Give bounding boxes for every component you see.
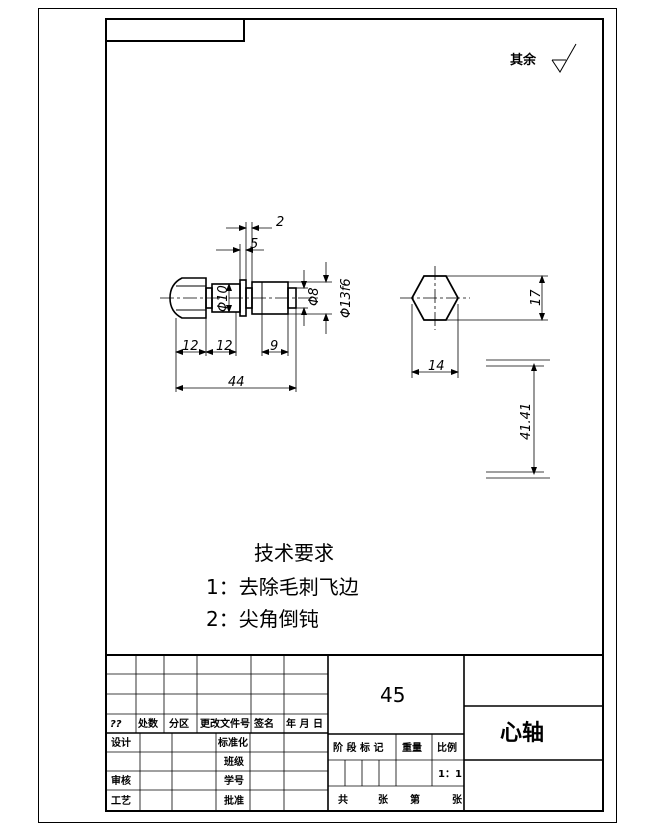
rev-header-2: 分区 (169, 717, 189, 730)
label-weight: 重量 (402, 741, 422, 754)
dim-phi10: Φ10 (216, 285, 231, 312)
dim-phi8: Φ8 (307, 287, 322, 306)
dim-9: 9 (270, 339, 278, 354)
label-review: 审核 (111, 774, 131, 787)
rev-header-3: 更改文件号 (200, 717, 250, 730)
rev-header-4: 签名 (253, 717, 274, 730)
roughness-symbol-icon (551, 43, 577, 73)
label-approve: 批准 (224, 794, 244, 807)
front-view-dim-text: 2 5 Φ10 Φ8 Φ13f6 12 12 9 44 (182, 215, 354, 390)
dim-12-head: 12 (182, 339, 199, 354)
dim-41-41: 41.41 (519, 403, 534, 440)
outer-frame (38, 8, 617, 823)
tech-title: 技术要求 (254, 541, 334, 565)
scale-value: 1：1 (438, 769, 462, 780)
label-class: 班级 (224, 755, 245, 768)
dim-44: 44 (228, 375, 245, 390)
part-name: 心轴 (500, 720, 544, 746)
tech-line-1: 1：去除毛刺飞边 (206, 575, 359, 599)
label-scale: 比例 (437, 741, 457, 754)
inner-frame (105, 18, 604, 812)
footer-sheets-1: 张 (378, 793, 389, 806)
tech-line-2: 2：尖角倒钝 (206, 607, 319, 631)
front-view-dimensions (175, 222, 332, 392)
footer-num: 第 (410, 793, 420, 806)
title-block-text: 45 心轴 ?? 处数 分区 更改文件号 签名 年 月 日 设计 审核 工艺 标… (110, 683, 544, 807)
label-design: 设计 (111, 736, 131, 749)
hex-view-dimensions (411, 275, 550, 479)
footer-total: 共 (338, 793, 348, 806)
shaft-front-view (160, 277, 318, 319)
title-block (106, 654, 603, 811)
dim-14: 14 (428, 359, 445, 374)
surface-roughness-note: 其余 (510, 43, 577, 73)
footer-sheets-2: 张 (452, 793, 463, 806)
rev-header-0: ?? (110, 719, 122, 730)
label-student-no: 学号 (224, 774, 244, 787)
hex-view-dim-text: 17 14 41.41 (428, 289, 544, 440)
dim-17: 17 (529, 289, 544, 306)
roughness-label: 其余 (510, 52, 537, 68)
material-value: 45 (380, 683, 405, 707)
label-process: 工艺 (111, 794, 131, 807)
dim-12-shoulder: 12 (216, 339, 233, 354)
technical-requirements: 技术要求 1：去除毛刺飞边 2：尖角倒钝 (206, 541, 359, 631)
label-stage: 阶 段 标 记 (333, 741, 383, 754)
rev-header-1: 处数 (137, 717, 159, 730)
label-standard: 标准化 (217, 736, 248, 749)
dim-phi13f6: Φ13f6 (339, 278, 354, 318)
hex-head-outline (169, 277, 207, 319)
drawing-number-box (105, 18, 245, 42)
dim-2: 2 (276, 215, 284, 230)
rev-header-5: 年 月 日 (286, 717, 323, 730)
dim-5: 5 (250, 237, 258, 252)
